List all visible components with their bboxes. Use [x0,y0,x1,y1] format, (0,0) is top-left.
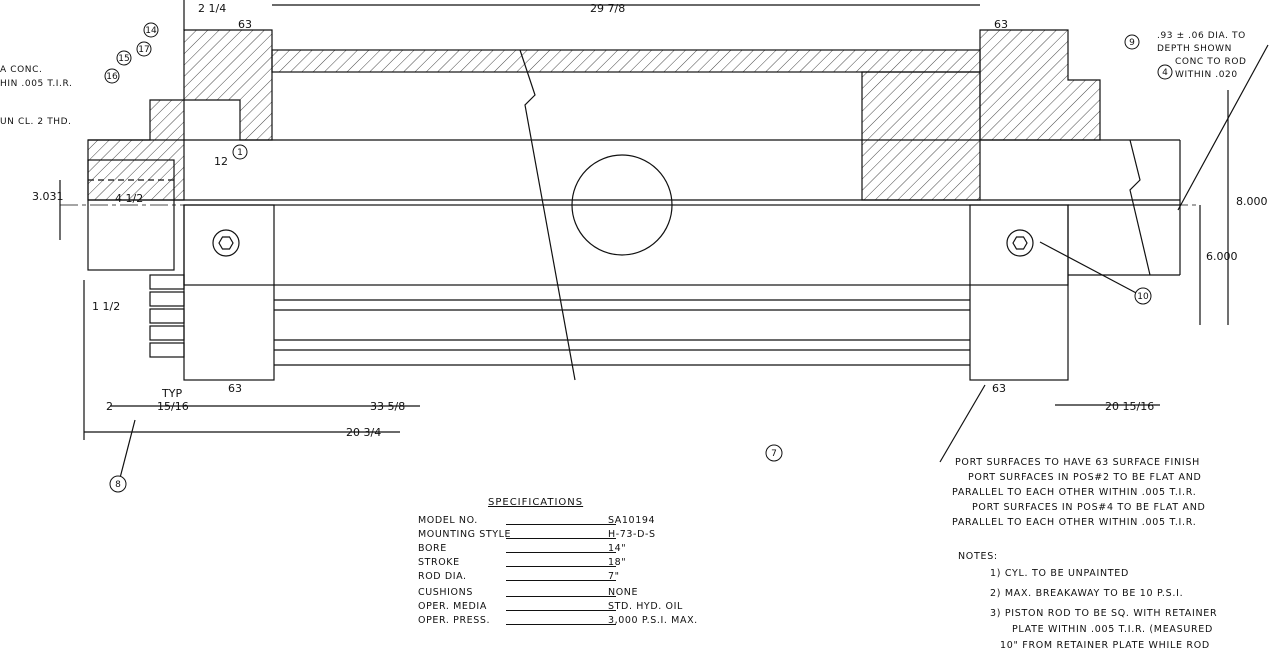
svg-text:17: 17 [138,45,149,55]
dim-20-3-4: 20 3/4 [346,426,381,439]
left-note-2: HIN .005 T.I.R. [0,79,73,89]
finish-63-bottom-left: 63 [228,382,242,395]
dim-8-000: 8.000 [1236,195,1268,208]
finish-63-right: 63 [994,18,1008,31]
left-note-3: UN CL. 2 THD. [0,117,72,127]
spec-row: MODEL NO.SA10194 [418,515,656,526]
svg-text:14: 14 [145,26,157,36]
tie-rod-nuts [149,274,185,358]
top-right-note-4: WITHIN .020 [1175,70,1238,80]
callout-14: 14 [143,22,159,38]
spec-row: OPER. PRESS.3,000 P.S.I. MAX. [418,615,698,626]
socket-bolt-left [212,229,240,257]
port-note-1: PORT SURFACES TO HAVE 63 SURFACE FINISH [955,457,1200,468]
rod-end-thread [87,159,175,271]
finish-63-bottom-right: 63 [992,382,1006,395]
break-line-right [1129,139,1151,276]
port-note-3: PARALLEL TO EACH OTHER WITHIN .005 T.I.R… [952,487,1197,498]
piston [861,71,981,201]
note-item-3: 3) PISTON ROD TO BE SQ. WITH RETAINER [990,608,1218,619]
notes-heading: NOTES: [958,551,998,562]
dim-29-7-8: 29 7/8 [590,2,625,15]
svg-text:16: 16 [106,72,118,82]
dim-3-031: 3.031 [32,190,64,203]
svg-text:9: 9 [1129,38,1135,48]
callout-10: 10 [1134,287,1152,305]
top-right-note-2: DEPTH SHOWN [1157,44,1232,54]
socket-bolt-right [1006,229,1034,257]
dim-15-16: 15/16 [157,400,189,413]
break-line-center [519,49,576,381]
svg-text:10: 10 [1137,292,1149,302]
port-note-4: PORT SURFACES IN POS#4 TO BE FLAT AND [972,502,1206,513]
note-item-2: 2) MAX. BREAKAWAY TO BE 10 P.S.I. [990,588,1184,599]
callout-17: 17 [136,41,152,57]
dim-1-1-2: 1 1/2 [92,300,120,313]
left-note-1: A CONC. [0,65,42,75]
port-circle [571,154,673,256]
upper-tie-rod [271,49,981,73]
callout-1: 1 [232,144,248,160]
callout-8: 8 [109,475,127,493]
finish-63-left: 63 [238,18,252,31]
port-note-5: PARALLEL TO EACH OTHER WITHIN .005 T.I.R… [952,517,1197,528]
callout-9: 9 [1124,34,1140,50]
cylinder-body [183,204,1069,286]
port-note-2: PORT SURFACES IN POS#2 TO BE FLAT AND [968,472,1202,483]
dim-12: 12 [214,155,228,168]
left-head-block [87,29,273,201]
dim-20-15-16: 20 15/16 [1105,400,1154,413]
svg-text:8: 8 [115,480,121,490]
svg-text:1: 1 [237,148,243,158]
left-end-cap [183,204,275,381]
dim-33-5-8: 33 5/8 [370,400,405,413]
dim-typ: TYP [161,387,182,400]
dim-2-1-4: 2 1/4 [198,2,226,15]
note-item-4: PLATE WITHIN .005 T.I.R. (MEASURED [1012,624,1213,635]
svg-text:15: 15 [118,54,129,64]
spec-row: ROD DIA.7" [418,571,620,582]
specifications-title: SPECIFICATIONS [488,497,584,508]
top-right-note-1: .93 ± .06 DIA. TO [1157,31,1246,41]
note-item-1: 1) CYL. TO BE UNPAINTED [990,568,1130,579]
dim-4-1-2: 4 1/2 [115,192,143,205]
svg-text:4: 4 [1162,68,1168,78]
right-head-block [979,29,1101,141]
top-right-note-3: CONC TO ROD [1175,57,1247,67]
svg-text:7: 7 [771,449,777,459]
callout-16: 16 [104,68,120,84]
callout-7: 7 [765,444,783,462]
note-item-5: 10" FROM RETAINER PLATE WHILE ROD [1000,640,1210,651]
callout-15: 15 [116,50,132,66]
dim-6-000: 6.000 [1206,250,1238,263]
right-end-cap [969,204,1069,381]
callout-4: 4 [1157,64,1173,80]
dim-2: 2 [106,400,113,413]
